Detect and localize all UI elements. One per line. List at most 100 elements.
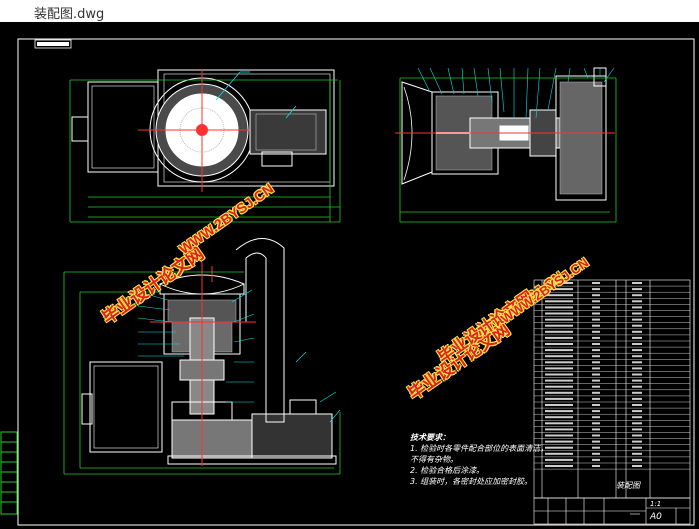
- title-block: [533, 497, 691, 525]
- frame-tag-box: [34, 39, 72, 49]
- parts-list-cell-mark: [632, 410, 642, 413]
- parts-list-cell-mark: [632, 385, 642, 388]
- parts-list-cells: [545, 282, 642, 467]
- parts-list-cell-mark: [592, 452, 600, 455]
- main-section-view: [63, 238, 341, 475]
- parts-list-cell-mark: [592, 330, 600, 333]
- parts-list-cell-mark: [545, 404, 573, 406]
- parts-list-cell-mark: [592, 361, 600, 364]
- parts-list-cell-mark: [545, 367, 573, 370]
- tech-req-line-4: 3. 组装时，各密封处应加密封胶。: [410, 477, 533, 486]
- parts-list-cell-mark: [632, 373, 642, 376]
- parts-list-cell-mark: [592, 282, 600, 284]
- parts-list-cell-mark: [545, 397, 573, 400]
- parts-list-cell-mark: [632, 330, 642, 333]
- parts-list-cell-mark: [632, 294, 642, 297]
- tech-req-line-2: 不得有杂物。: [410, 455, 458, 464]
- parts-list-cell-mark: [592, 343, 600, 345]
- parts-list-cell-mark: [545, 288, 573, 291]
- parts-list-cell-mark: [592, 288, 600, 291]
- parts-list-cell-mark: [545, 355, 573, 358]
- parts-list-cell-mark: [545, 434, 573, 437]
- parts-list-cell-mark: [592, 349, 600, 352]
- title-block-scale: 1:1: [650, 500, 662, 508]
- parts-list-cell-mark: [632, 288, 642, 291]
- frame-tag-fill: [37, 42, 69, 46]
- parts-list-cell-mark: [592, 404, 600, 406]
- parts-list-cell-mark: [592, 336, 600, 339]
- parts-list-cell-mark: [545, 330, 573, 333]
- parts-list-cell-mark: [632, 355, 642, 358]
- parts-list-cell-mark: [592, 397, 600, 400]
- parts-list-cell-mark: [545, 379, 573, 382]
- parts-list-cell-mark: [545, 324, 573, 327]
- parts-list-cell-mark: [545, 294, 573, 297]
- drawing-frame: [17, 38, 695, 526]
- parts-list-cell-mark: [632, 434, 642, 437]
- parts-list-cell-mark: [545, 373, 573, 376]
- parts-list-cell-mark: [632, 361, 642, 364]
- parts-list-cell-mark: [545, 452, 573, 455]
- parts-list-cell-mark: [592, 373, 600, 376]
- parts-list-cell-mark: [632, 343, 642, 345]
- parts-list-rows: [534, 285, 690, 470]
- plan-view: [69, 69, 341, 223]
- parts-list-cell-mark: [545, 306, 573, 309]
- parts-list-cell-mark: [632, 367, 642, 370]
- parts-list-cell-mark: [592, 367, 600, 370]
- parts-list-cell-mark: [632, 416, 642, 419]
- parts-list-cell-mark: [545, 440, 573, 443]
- side-section-view: [395, 67, 617, 223]
- parts-list-cell-mark: [632, 336, 642, 339]
- parts-list-cell-mark: [632, 324, 642, 327]
- parts-list-cell-mark: [545, 422, 573, 425]
- parts-list-cell-mark: [545, 446, 573, 449]
- parts-list-cell-mark: [545, 300, 573, 303]
- parts-list-cell-mark: [592, 355, 600, 358]
- assembly-drawing: [0, 38, 695, 526]
- cad-drawing-canvas[interactable]: 技术要求： 1. 检验时各零件配合部位的表面清洁， 不得有杂物。 2. 检验合格…: [0, 22, 699, 529]
- parts-list-cell-mark: [632, 312, 642, 315]
- parts-list-cell-mark: [545, 410, 573, 413]
- parts-list-cell-mark: [592, 306, 600, 309]
- parts-list-cell-mark: [592, 410, 600, 413]
- parts-list-cell-mark: [545, 282, 573, 284]
- parts-list-cell-mark: [592, 422, 600, 425]
- parts-list-cell-mark: [545, 336, 573, 339]
- title-block-sheet-size: A0: [650, 512, 662, 522]
- parts-list-cell-mark: [592, 385, 600, 388]
- parts-list-cell-mark: [632, 391, 642, 394]
- parts-list-cell-mark: [592, 416, 600, 419]
- parts-list-cell-mark: [632, 318, 642, 321]
- parts-list-cell-mark: [632, 300, 642, 303]
- tech-req-line-3: 2. 检验合格后涂漆。: [410, 466, 485, 475]
- parts-list-cell-mark: [632, 306, 642, 309]
- parts-list-cell-mark: [592, 379, 600, 382]
- parts-list-cell-mark: [592, 465, 600, 467]
- parts-list-cell-mark: [545, 465, 573, 467]
- parts-list-cell-mark: [632, 349, 642, 352]
- title-block-drawing-name: 装配图: [616, 481, 640, 490]
- parts-list-cell-mark: [632, 282, 642, 284]
- parts-list-cell-mark: [632, 404, 642, 406]
- parts-list-cell-mark: [545, 458, 573, 461]
- tech-req-line-1: 1. 检验时各零件配合部位的表面清洁，: [410, 444, 549, 453]
- document-title[interactable]: 装配图.dwg: [34, 7, 105, 22]
- parts-list-cell-mark: [592, 324, 600, 327]
- parts-list-cell-mark: [545, 349, 573, 352]
- parts-list-cell-mark: [545, 391, 573, 394]
- parts-list-cell-mark: [592, 446, 600, 449]
- document-tab-bar: 装配图.dwg: [0, 0, 699, 22]
- parts-list-cell-mark: [545, 416, 573, 419]
- parts-list-cell-mark: [545, 428, 573, 431]
- parts-list-cell-mark: [632, 440, 642, 443]
- parts-list-cell-mark: [592, 434, 600, 437]
- parts-list-cell-mark: [592, 428, 600, 431]
- parts-list-cell-mark: [592, 391, 600, 394]
- parts-list-cell-mark: [632, 446, 642, 449]
- parts-list-cell-mark: [632, 452, 642, 455]
- parts-list-cell-mark: [632, 428, 642, 431]
- parts-list-cell-mark: [545, 312, 573, 315]
- parts-list-cell-mark: [632, 379, 642, 382]
- parts-list-cell-mark: [545, 361, 573, 364]
